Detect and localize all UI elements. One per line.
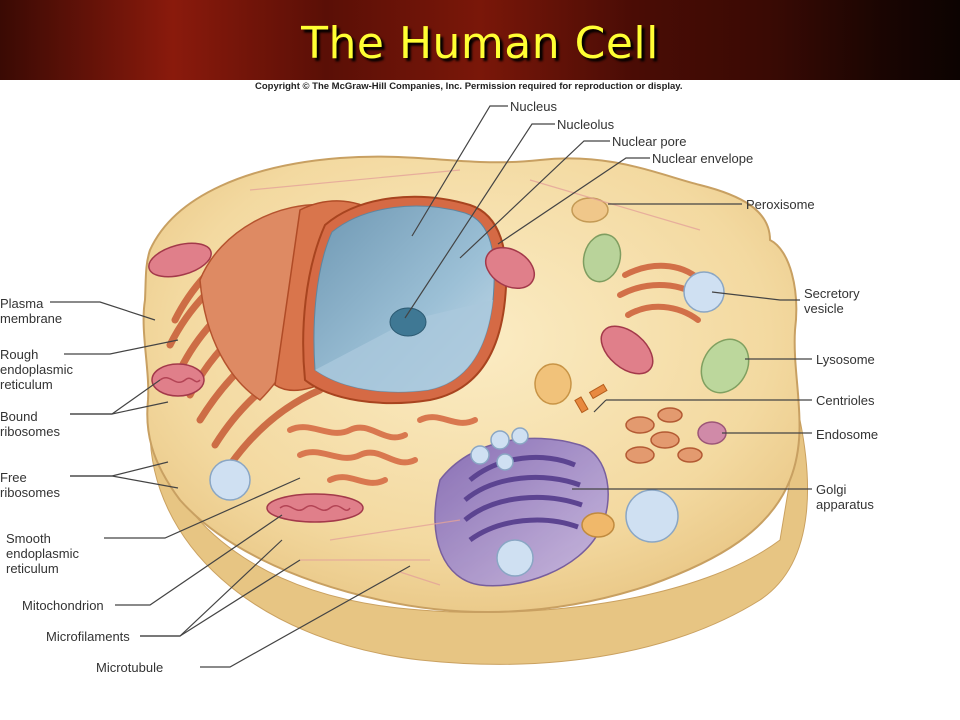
label-plasma-membrane: Plasma membrane (0, 296, 63, 326)
small-vesicle (581, 512, 615, 538)
lysosome-upper (582, 233, 622, 283)
centriole-2 (574, 396, 589, 414)
label-bound-ribosomes: Bound ribosomes (0, 409, 60, 439)
label-nucleus: Nucleus (510, 99, 557, 114)
leader-lines (50, 105, 812, 668)
mitochondria (148, 242, 654, 523)
label-microtubule: Microtubule (96, 660, 164, 675)
label-peroxisome: Peroxisome (746, 197, 815, 212)
cytoskeleton (249, 169, 701, 586)
label-nuclear-pore: Nuclear pore (612, 134, 687, 149)
cell-lower-skirt (149, 419, 809, 665)
endosome-cluster (625, 407, 727, 464)
label-mitochondrion: Mitochondrion (22, 598, 104, 613)
label-centrioles: Centrioles (816, 393, 875, 408)
vacuole (534, 363, 572, 405)
label-golgi-apparatus: Golgi apparatus (816, 482, 874, 512)
label-endosome: Endosome (816, 427, 879, 442)
label-lysosome: Lysosome (816, 352, 875, 367)
smooth-er (287, 414, 478, 486)
label-microfilaments: Microfilaments (46, 629, 130, 644)
label-nuclear-envelope: Nuclear envelope (652, 151, 754, 166)
title-bar (0, 0, 960, 80)
label-rough-er: Rough endoplasmic reticulum (0, 347, 73, 392)
centriole-1 (588, 383, 608, 400)
mitochondria-cristae (159, 377, 351, 511)
nucleus-cut-face (315, 300, 493, 392)
slide-title: The Human Cell (301, 18, 659, 69)
lysosome (700, 338, 750, 394)
vesicles (209, 271, 725, 577)
label-nucleolus: Nucleolus (557, 117, 615, 132)
copyright-notice: Copyright © The McGraw-Hill Companies, I… (255, 81, 683, 92)
nucleolus (389, 307, 427, 337)
label-smooth-er: Smooth endoplasmic reticulum (6, 531, 79, 576)
label-secretory-vesicle: Secretory vesicle (804, 286, 860, 316)
label-free-ribosomes: Free ribosomes (0, 470, 60, 500)
